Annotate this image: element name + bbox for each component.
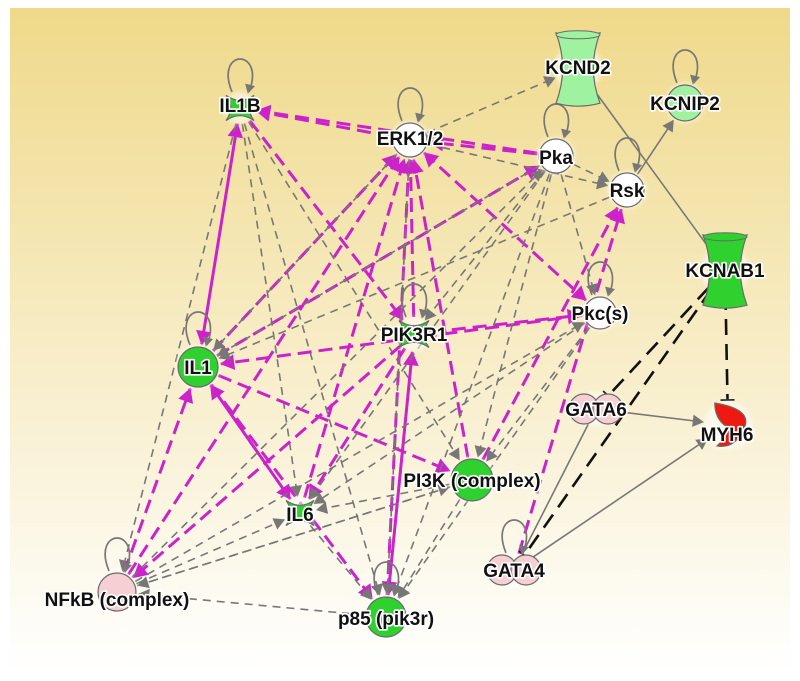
self-loop <box>104 537 131 572</box>
node-label-pkc: Pkc(s) <box>571 304 628 325</box>
node-crescent-shape <box>714 402 747 447</box>
edge-gata6-myh6 <box>612 410 705 427</box>
node-label-pka: Pka <box>539 148 573 169</box>
node-label-gata4: GATA4 <box>483 561 545 582</box>
node-label-kcnip2: KCNIP2 <box>650 94 720 115</box>
edge-kcnd2-kcnab1 <box>591 86 711 251</box>
node-pi3k[interactable]: PI3K (complex) <box>402 457 542 503</box>
node-cross-shape <box>398 320 430 348</box>
edge-pkc-pi3k <box>485 326 590 462</box>
node-circle <box>538 138 574 174</box>
edge-pka-pi3k <box>474 174 553 458</box>
node-pkc[interactable]: Pkc(s) <box>570 261 630 331</box>
nodes-layer: IL1BERK1/2PkaKCND2KCNIP2RskKCNAB1PIK3R1P… <box>43 30 767 639</box>
node-nfkb[interactable]: NFkB (complex) <box>43 537 191 613</box>
edge-il1b-pi3k <box>247 121 460 461</box>
node-rsk[interactable]: Rsk <box>608 137 646 209</box>
node-myh6[interactable]: MYH6 <box>699 401 755 449</box>
node-pik3r1[interactable]: PIK3R1 <box>379 283 449 351</box>
edge-il6-p85 <box>309 524 372 600</box>
self-loop <box>587 261 614 296</box>
self-loop <box>543 103 570 138</box>
node-label-kcnd2: KCND2 <box>545 58 610 79</box>
node-kcnip2[interactable]: KCNIP2 <box>649 49 721 123</box>
edge-rsk-kcnip2 <box>636 119 675 175</box>
edge-erk-pkc <box>423 151 587 302</box>
edge-erk-il1 <box>213 153 398 351</box>
node-gata6[interactable]: GATA6 <box>564 392 628 426</box>
edges-layer <box>118 76 735 616</box>
node-label-p85: p85 (pik3r) <box>338 609 434 630</box>
node-label-nfkb: NFkB (complex) <box>45 590 190 611</box>
channel-cap <box>702 232 748 242</box>
node-il6[interactable]: IL6 <box>284 497 316 529</box>
node-label-erk: ERK1/2 <box>377 129 444 150</box>
node-circle <box>97 572 137 612</box>
node-label-pi3k: PI3K (complex) <box>403 471 540 492</box>
edge-il6-erk <box>303 158 409 499</box>
edge-pka-il1b <box>255 104 538 155</box>
node-label-pik3r1: PIK3R1 <box>381 325 448 346</box>
node-kcnd2[interactable]: KCND2 <box>544 30 612 107</box>
edge-il1b-il6 <box>241 123 303 498</box>
node-p85[interactable]: p85 (pik3r) <box>336 561 436 639</box>
self-loop <box>227 58 254 93</box>
node-circle <box>450 458 494 502</box>
edge-pkc-il1 <box>219 313 583 370</box>
edge-erk-p85 <box>381 158 410 595</box>
self-loop <box>501 519 528 554</box>
self-loop <box>397 87 424 122</box>
node-label-il1b: IL1B <box>219 96 260 117</box>
node-circle <box>392 122 428 158</box>
edge-gata6-gata4 <box>521 423 589 555</box>
self-loop <box>672 49 699 84</box>
node-label-rsk: Rsk <box>610 181 645 202</box>
node-il1b[interactable]: IL1B <box>218 58 262 124</box>
edge-pik3r1-pkc <box>430 308 582 334</box>
node-circle <box>609 172 645 208</box>
node-cross-shape <box>225 94 255 122</box>
edge-gata4-myh6 <box>527 438 708 562</box>
node-label-myh6: MYH6 <box>701 425 754 446</box>
edge-pi3k-il6 <box>315 483 450 514</box>
node-circle <box>177 346 219 388</box>
edge-pi3k-nfkb <box>137 486 451 589</box>
edge-pik3r1-nfkb <box>132 344 403 579</box>
edge-rsk-il1 <box>218 196 610 360</box>
node-label-il6: IL6 <box>286 505 313 526</box>
node-cross-shape <box>285 499 315 527</box>
edge-gata4-rsk <box>517 208 625 555</box>
self-loop <box>373 561 400 596</box>
node-circle <box>365 596 407 638</box>
node-circle <box>666 84 704 122</box>
node-circle <box>583 296 617 330</box>
node-pka[interactable]: Pka <box>537 103 575 175</box>
self-loop <box>614 137 641 172</box>
node-kcnab1[interactable]: KCNAB1 <box>684 232 767 309</box>
edge-kcnab1-myh6 <box>720 293 735 402</box>
edge-erk-rsk <box>428 143 609 190</box>
edge-pkc-il6 <box>313 322 586 505</box>
edge-nfkb-il6 <box>135 518 286 585</box>
node-il1[interactable]: IL1 <box>176 311 220 389</box>
node-gata4[interactable]: GATA4 <box>482 519 547 587</box>
edge-nfkb-il1 <box>122 387 194 573</box>
node-erk[interactable]: ERK1/2 <box>375 87 445 159</box>
edge-p85-nfkb <box>138 588 365 616</box>
node-label-gata6: GATA6 <box>565 400 627 421</box>
node-label-kcnab1: KCNAB1 <box>685 261 765 282</box>
self-loop <box>401 283 428 318</box>
node-circle <box>592 393 624 425</box>
edge-pi3k-p85 <box>397 499 461 599</box>
node-circle <box>510 554 542 586</box>
node-label-il1: IL1 <box>184 358 212 379</box>
channel-cap <box>555 30 601 40</box>
edge-erk-kcnd2 <box>427 76 556 134</box>
self-loop <box>185 311 212 346</box>
